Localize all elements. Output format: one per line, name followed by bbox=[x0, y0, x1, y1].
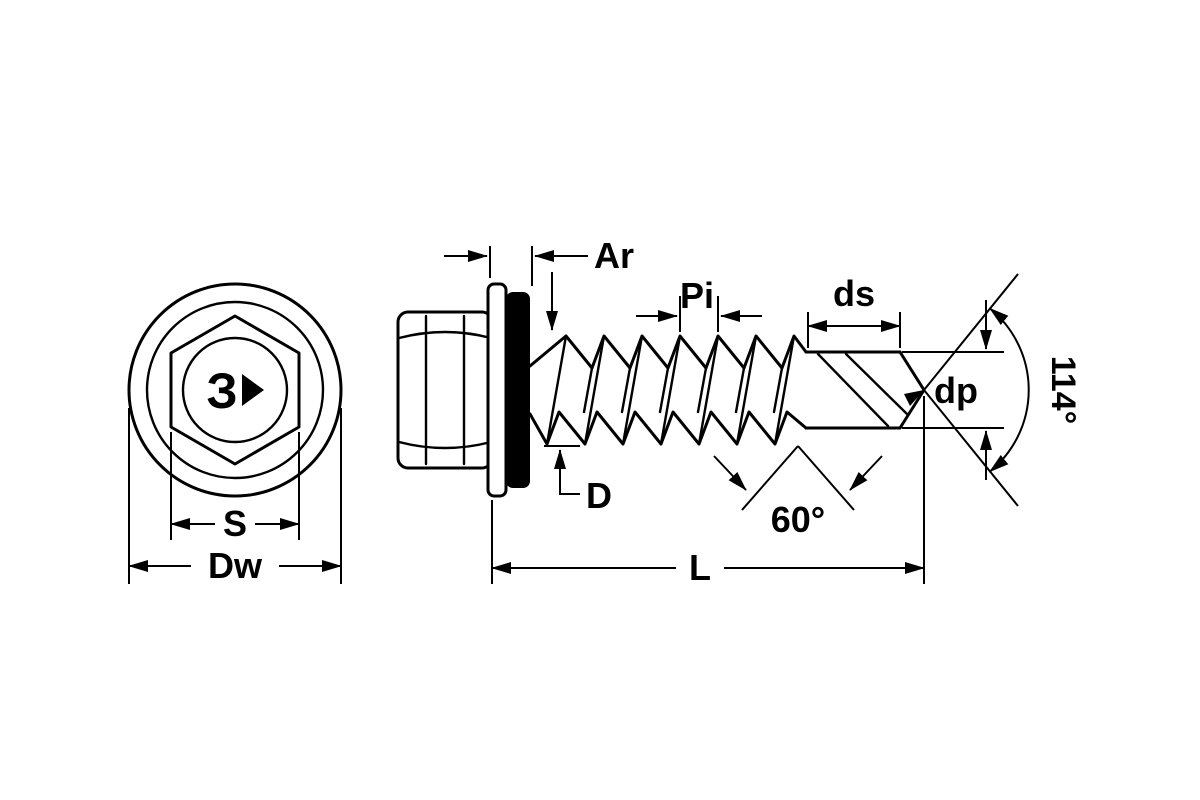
dim-d: D bbox=[544, 445, 612, 516]
dim-label-ds: ds bbox=[833, 273, 875, 314]
drill-flute-edge bbox=[844, 352, 910, 417]
drill-point bbox=[804, 350, 926, 430]
dim-label-dp: dp bbox=[934, 370, 978, 411]
head-boss-circle bbox=[181, 336, 289, 444]
dim-thread-angle: 60° bbox=[713, 445, 883, 540]
drill-flute-edge bbox=[816, 352, 890, 428]
dim-label-pi: Pi bbox=[680, 275, 714, 316]
dim-l: L bbox=[491, 396, 925, 588]
dim-label-dw: Dw bbox=[208, 545, 263, 586]
hex-head-side bbox=[396, 310, 494, 470]
front-view: З S Dw bbox=[127, 282, 343, 586]
brand-mark-glyph: З bbox=[206, 363, 237, 419]
dim-pi: Pi bbox=[636, 275, 762, 332]
brand-logo: З bbox=[206, 363, 264, 419]
dim-label-l: L bbox=[689, 547, 711, 588]
drill-tip-edge bbox=[904, 390, 924, 406]
dim-label-point-angle: 114° bbox=[1044, 356, 1082, 424]
rubber-seal bbox=[506, 292, 530, 488]
brand-arrow-icon bbox=[242, 374, 264, 406]
metal-washer bbox=[486, 282, 508, 498]
dim-ds: ds bbox=[807, 273, 901, 348]
dim-dp: dp bbox=[902, 300, 1004, 480]
washer-inner-circle bbox=[145, 300, 325, 480]
dim-label-d: D bbox=[586, 475, 612, 516]
dim-point-angle: 114° bbox=[923, 273, 1082, 507]
thread-section bbox=[528, 334, 808, 446]
dim-label-thread-angle: 60° bbox=[771, 499, 825, 540]
side-view: Ar Pi ds dp 11 bbox=[396, 235, 1082, 588]
dim-s: S bbox=[170, 432, 300, 544]
thread-flanks bbox=[545, 334, 796, 446]
dim-label-ar: Ar bbox=[594, 235, 634, 276]
dim-dw: Dw bbox=[128, 408, 342, 586]
hex-head-front bbox=[169, 314, 301, 466]
dim-ar: Ar bbox=[444, 235, 634, 331]
washer-outer-circle bbox=[127, 282, 343, 498]
dim-label-s: S bbox=[223, 503, 247, 544]
